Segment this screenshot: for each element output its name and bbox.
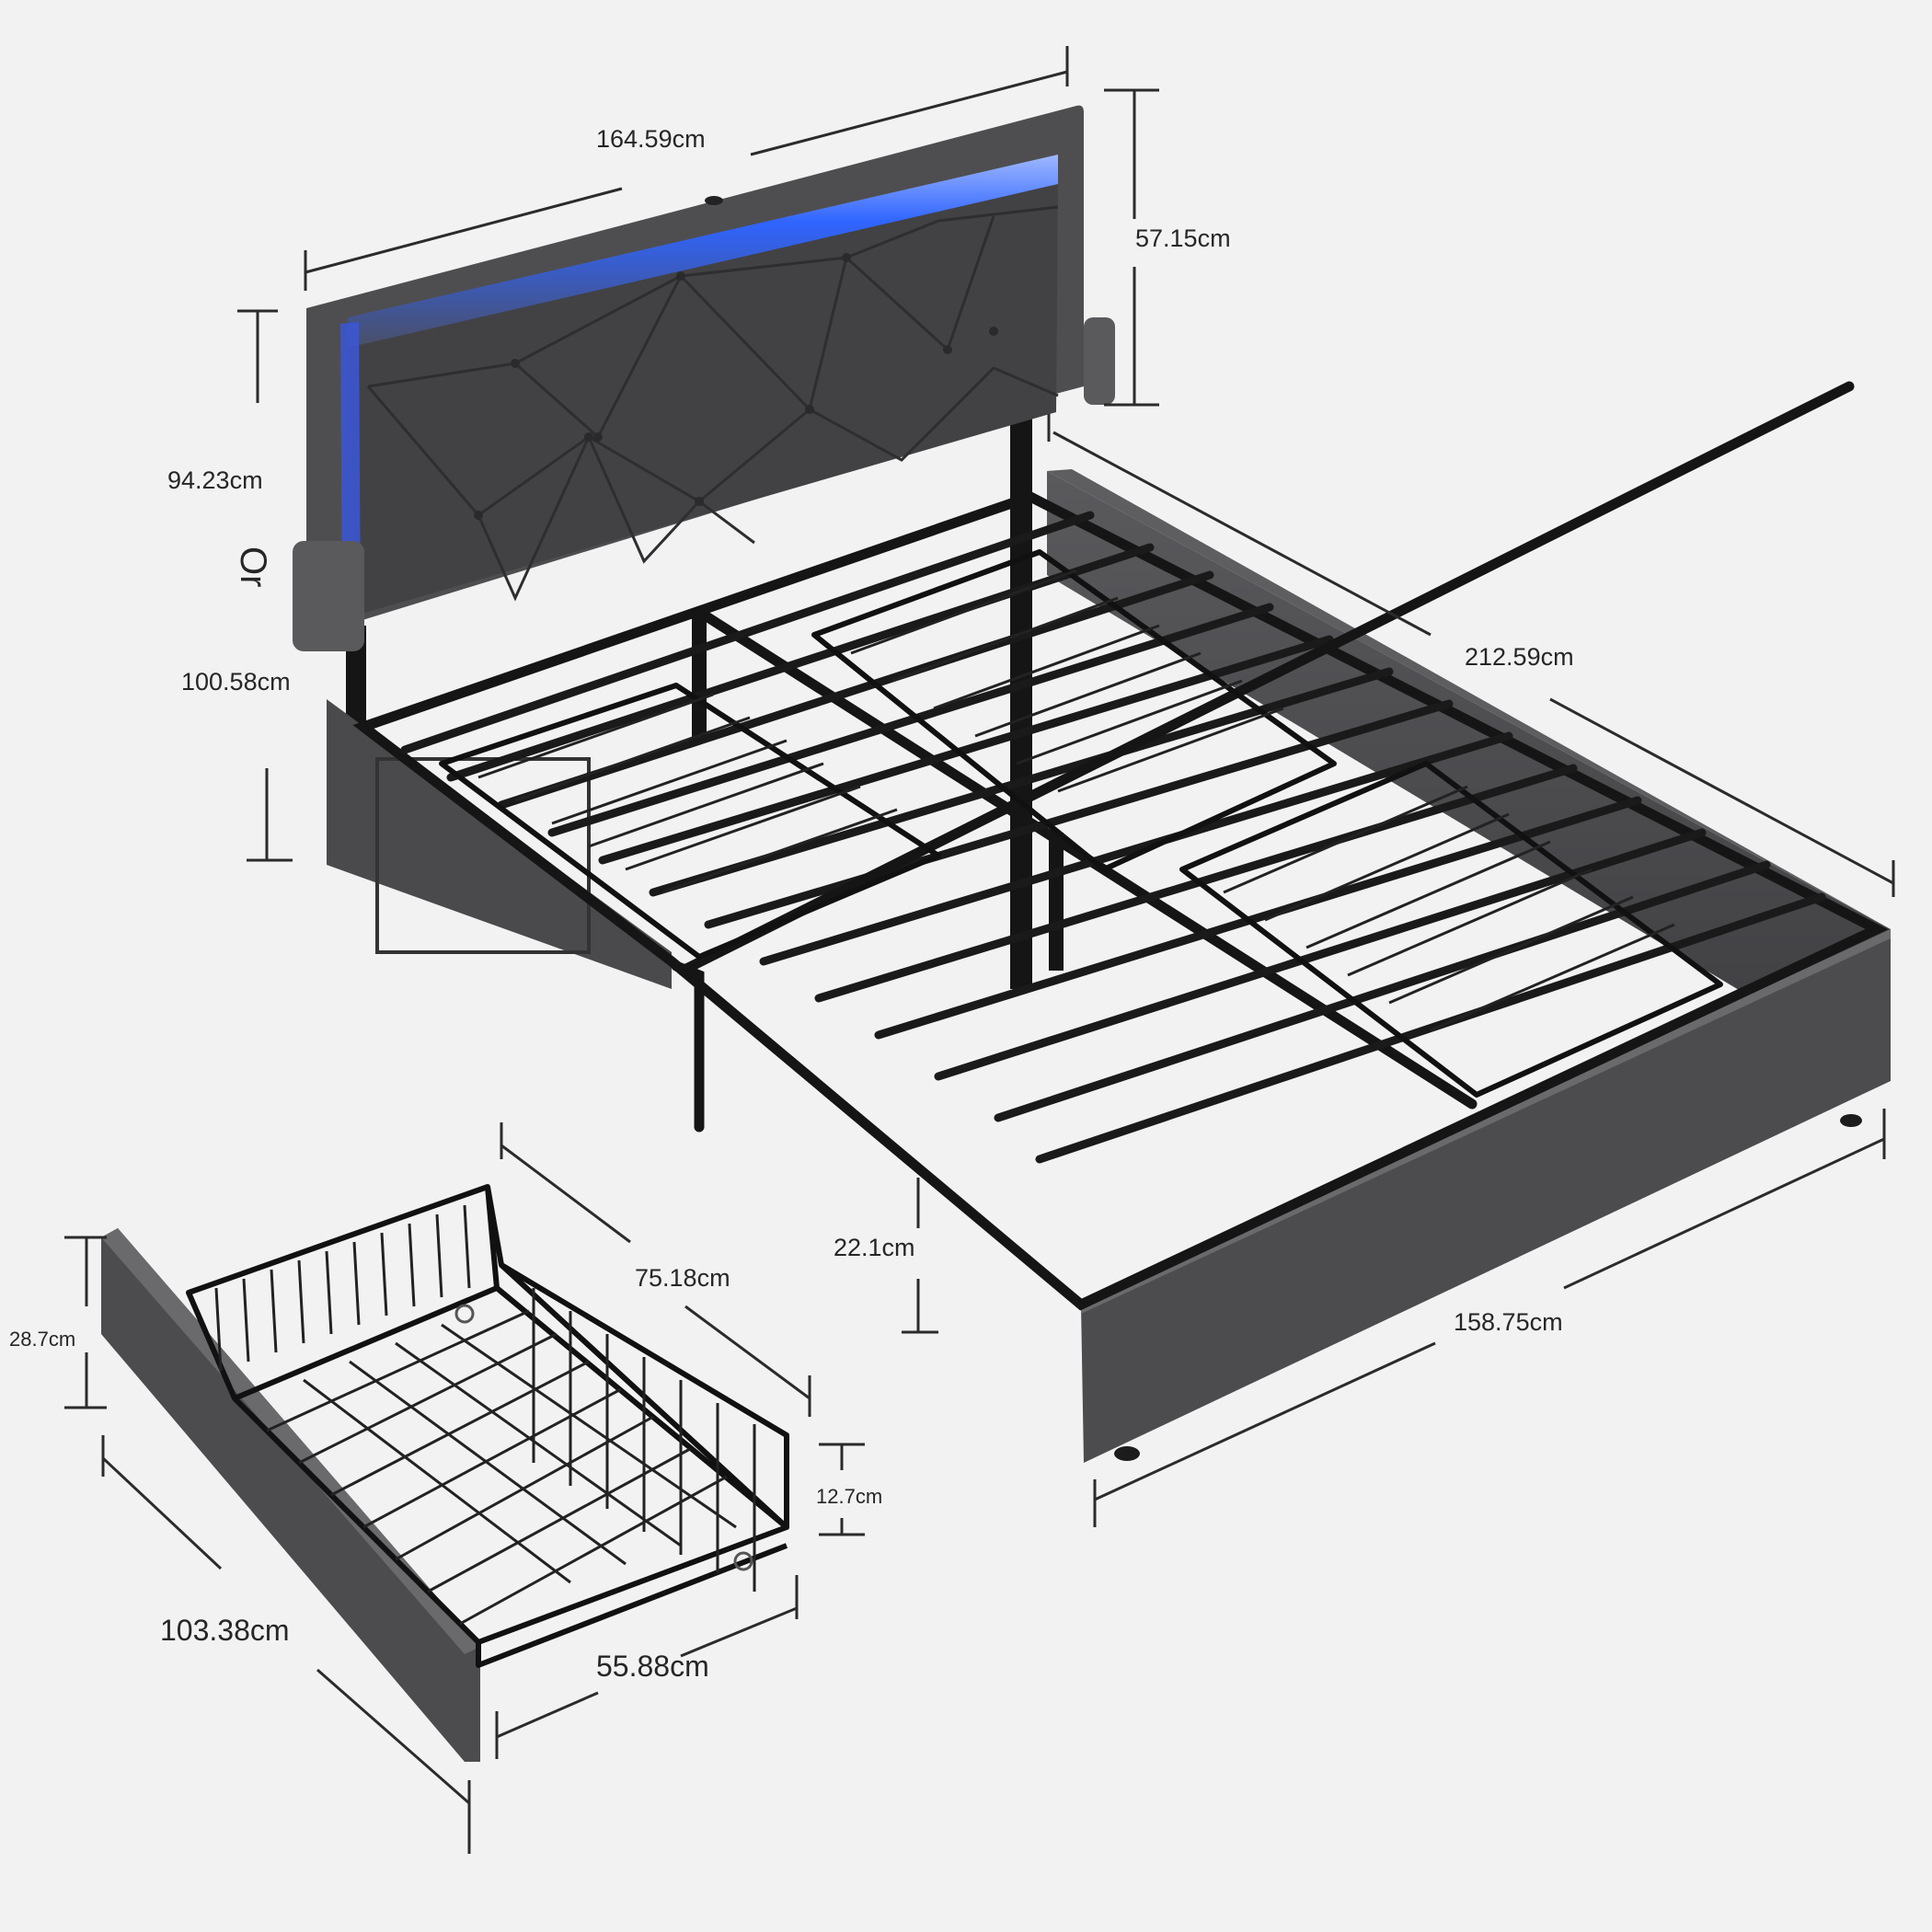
side-rail-right (1047, 471, 1891, 1081)
drawer-wheel (733, 1551, 753, 1571)
dimension-lines (64, 46, 1895, 1854)
bed-frame (327, 381, 1891, 1463)
label-height-separator: Or (233, 546, 273, 587)
label-drawer-depth: 75.18cm (635, 1264, 730, 1292)
headboard-leg-right (1010, 419, 1032, 989)
drawer-basket-wires (214, 1204, 756, 1626)
label-drawer-basket-width: 55.88cm (596, 1650, 709, 1683)
label-drawer-basket-height: 12.7cm (816, 1485, 882, 1508)
drawer-front (101, 1228, 480, 1762)
label-frame-length: 212.59cm (1465, 643, 1574, 671)
side-pocket-right (1084, 317, 1115, 405)
metal-frame-outline (352, 491, 1889, 1311)
label-under-bed-clearance: 22.1cm (834, 1234, 915, 1261)
label-total-height-low: 94.23cm (167, 466, 263, 494)
label-headboard-width: 164.59cm (596, 125, 706, 153)
drawer-wheel (454, 1304, 475, 1324)
side-rail-left (327, 699, 672, 989)
footboard (1081, 929, 1891, 1463)
bed-slats (400, 511, 1826, 1164)
label-total-height-high: 100.58cm (181, 668, 291, 696)
headboard (293, 105, 1115, 989)
bed-foot-front (1114, 1446, 1140, 1461)
tufting-buttons (474, 253, 998, 520)
drawer (101, 1184, 789, 1762)
label-frame-width: 158.75cm (1454, 1308, 1563, 1336)
under-bed-baskets (439, 549, 1723, 1098)
label-drawer-front-width: 103.38cm (160, 1614, 290, 1647)
label-drawer-front-height: 28.7cm (9, 1328, 75, 1351)
drawer-basket-side (485, 1186, 789, 1530)
label-headboard-panel-height: 57.15cm (1135, 224, 1231, 252)
side-pocket-left (293, 541, 364, 651)
led-strip (348, 155, 1058, 348)
bed-foot-right (1840, 1114, 1862, 1127)
usb-button-icon (705, 196, 723, 205)
side-rail-panel (375, 757, 591, 954)
